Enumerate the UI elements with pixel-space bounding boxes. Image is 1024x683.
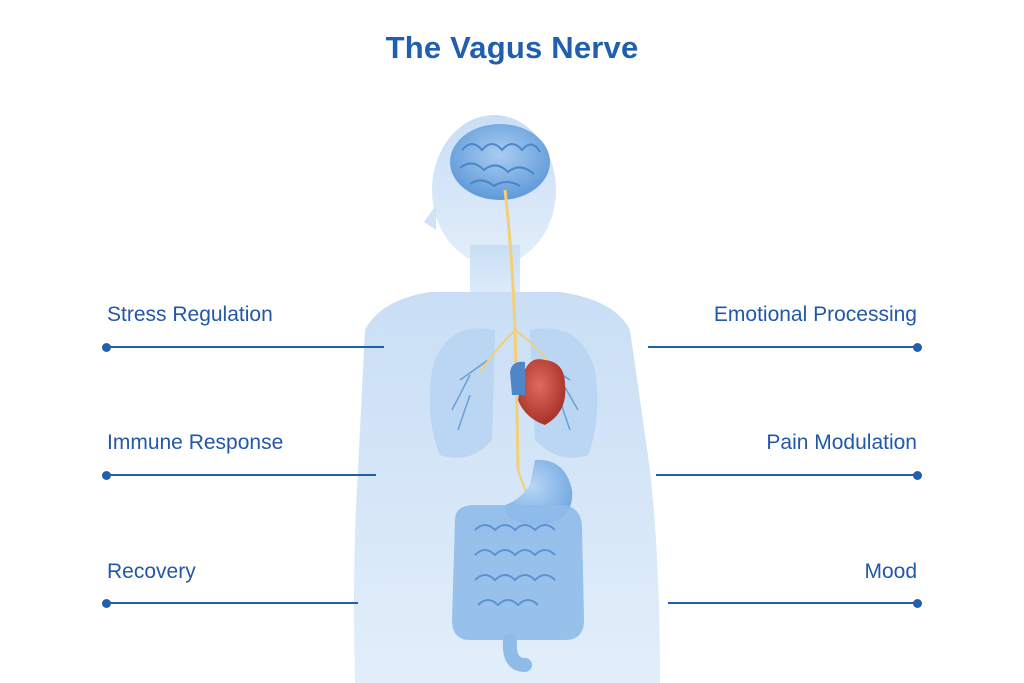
connector-mood [668, 598, 922, 608]
connector-dot [102, 470, 111, 480]
connector-immune-response [102, 470, 376, 480]
intestines-illustration [452, 505, 584, 672]
connector-pain-modulation [656, 470, 922, 480]
label-stress-regulation: Stress Regulation [107, 303, 273, 326]
label-mood: Mood [864, 560, 917, 583]
connector-dot [913, 342, 922, 352]
connector-dot [913, 598, 922, 608]
label-emotional-processing: Emotional Processing [713, 303, 917, 326]
brain-illustration [450, 124, 550, 200]
label-pain-modulation: Pain Modulation [766, 431, 917, 454]
label-recovery: Recovery [107, 560, 196, 583]
connector-dot [102, 598, 111, 608]
connector-dot [102, 342, 111, 352]
connector-stress-regulation [102, 342, 384, 352]
label-immune-response: Immune Response [107, 431, 284, 454]
connector-dot [913, 470, 922, 480]
connector-recovery [102, 598, 358, 608]
heart-illustration [510, 359, 566, 425]
diagram-title: The Vagus Nerve [385, 30, 639, 65]
connector-emotional-processing [648, 342, 922, 352]
